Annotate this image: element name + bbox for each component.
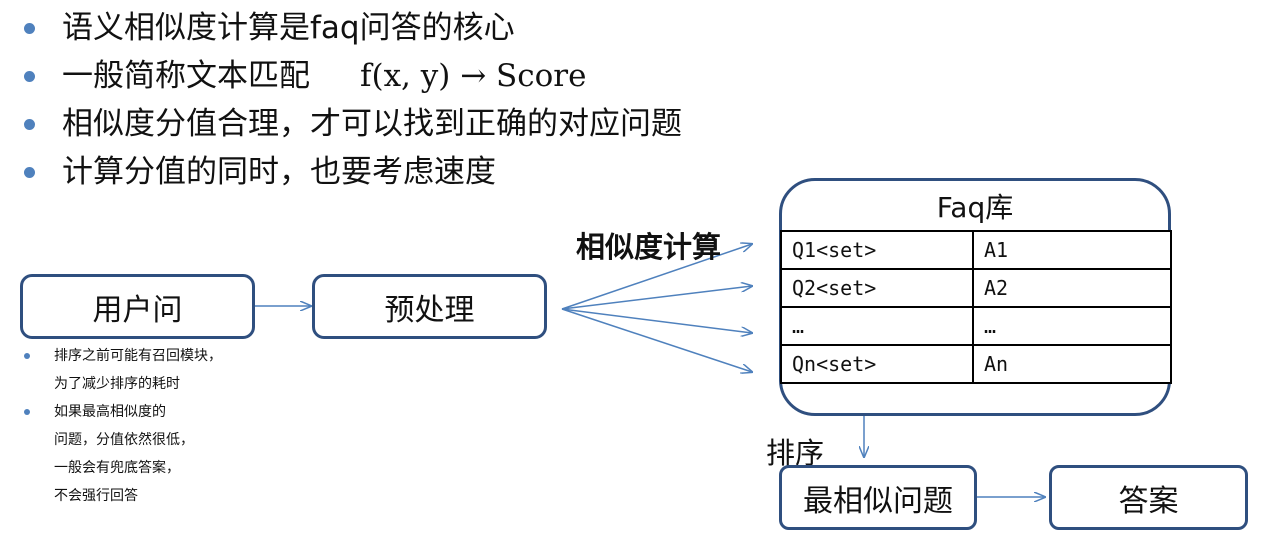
faq-question: … [780, 306, 974, 346]
note-dot [24, 409, 30, 415]
bullet-dot [24, 119, 35, 130]
arrow-to-faq-row-2 [561, 286, 752, 310]
bullet-dot [24, 71, 35, 82]
note-item: 排序之前可能有召回模块， [24, 342, 222, 370]
faq-answer: An [972, 344, 1172, 384]
faq-answer: A2 [972, 268, 1172, 308]
note-dot [24, 353, 30, 359]
notes-list: 排序之前可能有召回模块， 为了减少排序的耗时 如果最高相似度的 问题，分值依然很… [24, 342, 222, 510]
faq-title: Faq库 [936, 191, 1014, 224]
faq-question: Q2<set> [780, 268, 974, 308]
answer-box: 答案 [1049, 465, 1248, 530]
bullet-item: 计算分值的同时，也要考虑速度 [22, 148, 682, 196]
note-line: 为了减少排序的耗时 [54, 376, 180, 392]
faq-question: Q1<set> [780, 230, 974, 270]
faq-answer: A1 [972, 230, 1172, 270]
bullet-item: 语义相似度计算是faq问答的核心 [22, 4, 682, 52]
note-line: 问题，分值依然很低， [54, 432, 194, 448]
arrow-to-faq-row-3 [561, 308, 752, 333]
rank-label: 排序 [766, 436, 825, 470]
table-row: …… [780, 306, 1172, 346]
best-question-box: 最相似问题 [779, 465, 977, 530]
faq-table: Q1<set>A1 Q2<set>A2 …… Qn<set>An [780, 230, 1172, 384]
preprocess-box: 预处理 [312, 274, 547, 339]
bullet-dot [24, 23, 35, 34]
user-query-box: 用户问 [20, 274, 255, 339]
faq-answer: … [972, 306, 1172, 346]
bullet-item: 相似度分值合理，才可以找到正确的对应问题 [22, 100, 682, 148]
arrow-to-faq-row-1 [561, 244, 752, 310]
similarity-label: 相似度计算 [576, 230, 722, 264]
table-row: Qn<set>An [780, 344, 1172, 384]
note-line: 一般会有兜底答案， [54, 460, 180, 476]
faq-question: Qn<set> [780, 344, 974, 384]
table-row: Q1<set>A1 [780, 230, 1172, 270]
bullet-dot [24, 167, 35, 178]
note-item: 如果最高相似度的 [24, 398, 222, 426]
arrow-to-faq-row-4 [561, 308, 752, 372]
note-line: 不会强行回答 [54, 488, 138, 504]
table-row: Q2<set>A2 [780, 268, 1172, 308]
formula: f(x, y) → Score [360, 58, 587, 94]
